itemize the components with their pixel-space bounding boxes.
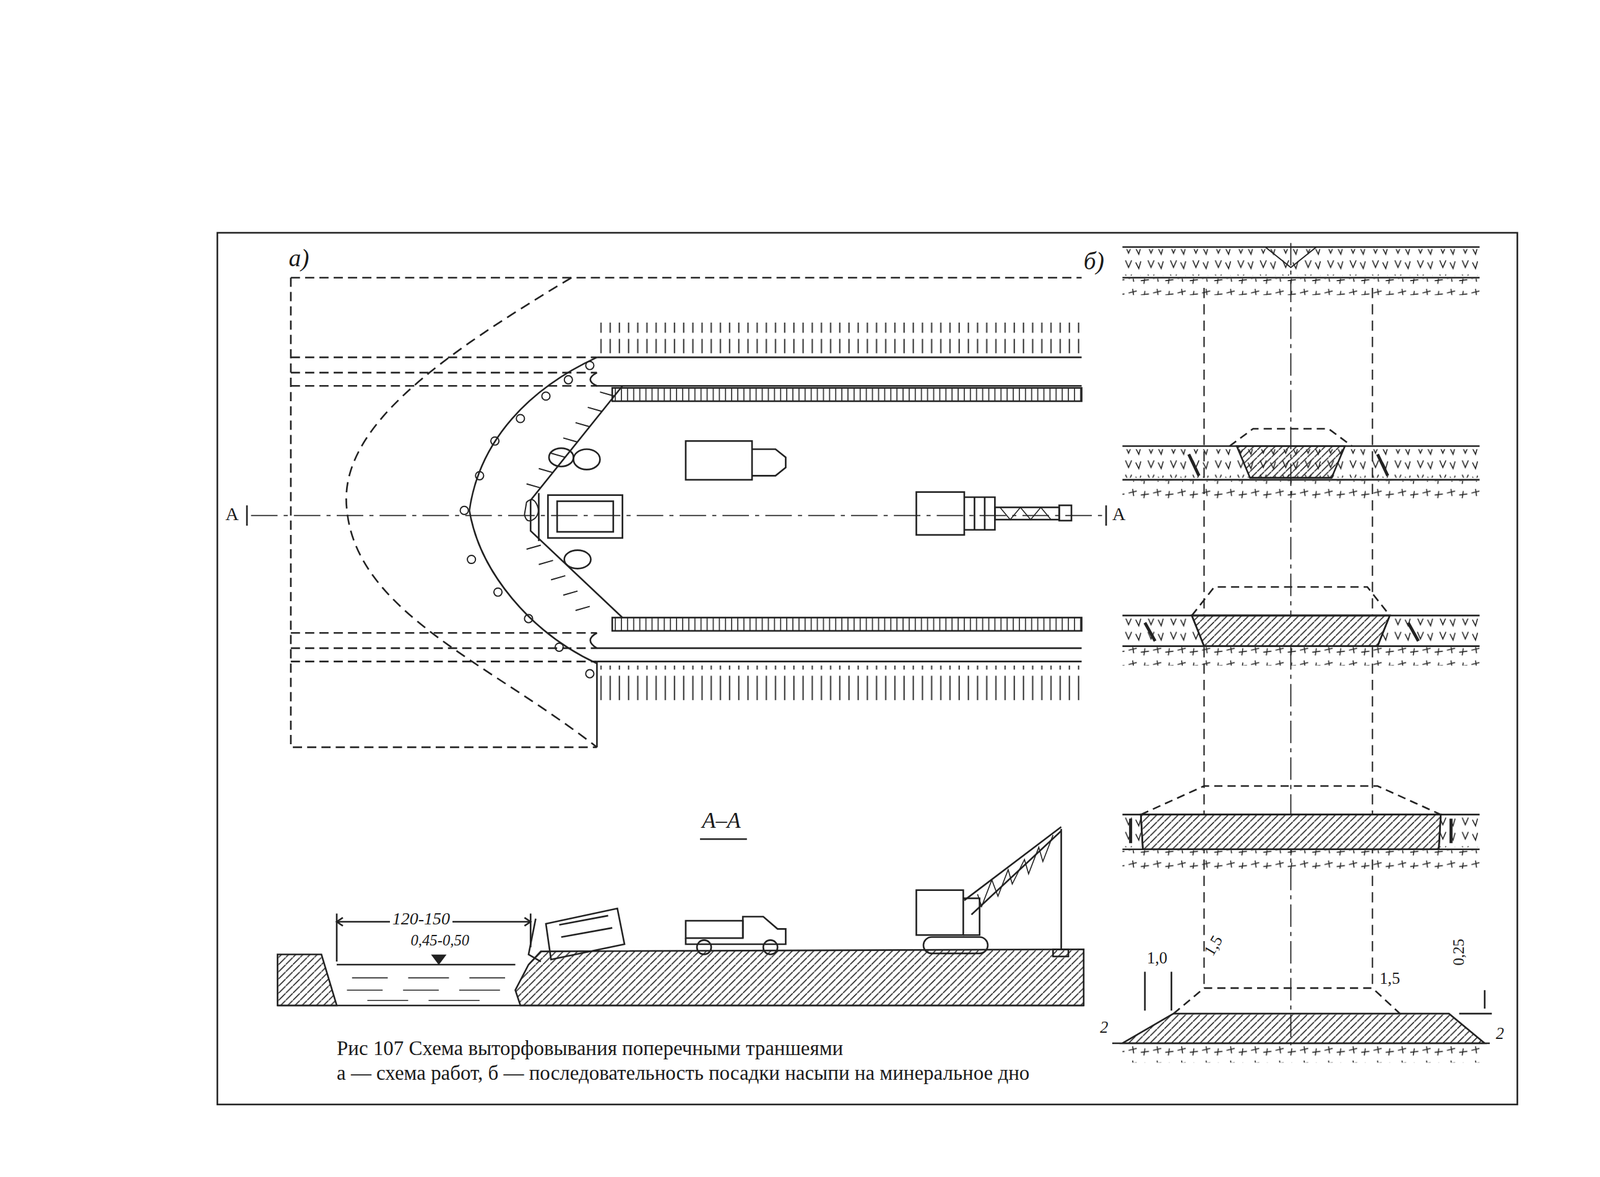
slope-label: 1,5 (1379, 969, 1401, 988)
figure-caption: Рис 107 Схема выторфовывания поперечными… (336, 1036, 844, 1060)
section-title: А–А (701, 808, 741, 834)
panel-label: б) (1083, 248, 1105, 276)
slope-label: 2 (1099, 1018, 1108, 1037)
slope-label: 1,5 (1200, 931, 1227, 959)
dimension-label: 1,0 (1146, 948, 1168, 967)
slope-label: 2 (1496, 1024, 1505, 1043)
caption-subline: а — схема работ, б — последовательность … (336, 1061, 1030, 1084)
level-label: 0,45-0,50 (407, 931, 472, 949)
panel-label: а) (289, 245, 310, 273)
section-marker: А (225, 503, 239, 525)
dimension-label: 120-150 (389, 909, 453, 929)
section-marker: А (1112, 503, 1126, 525)
dimension-label: 0,25 (1450, 938, 1468, 966)
